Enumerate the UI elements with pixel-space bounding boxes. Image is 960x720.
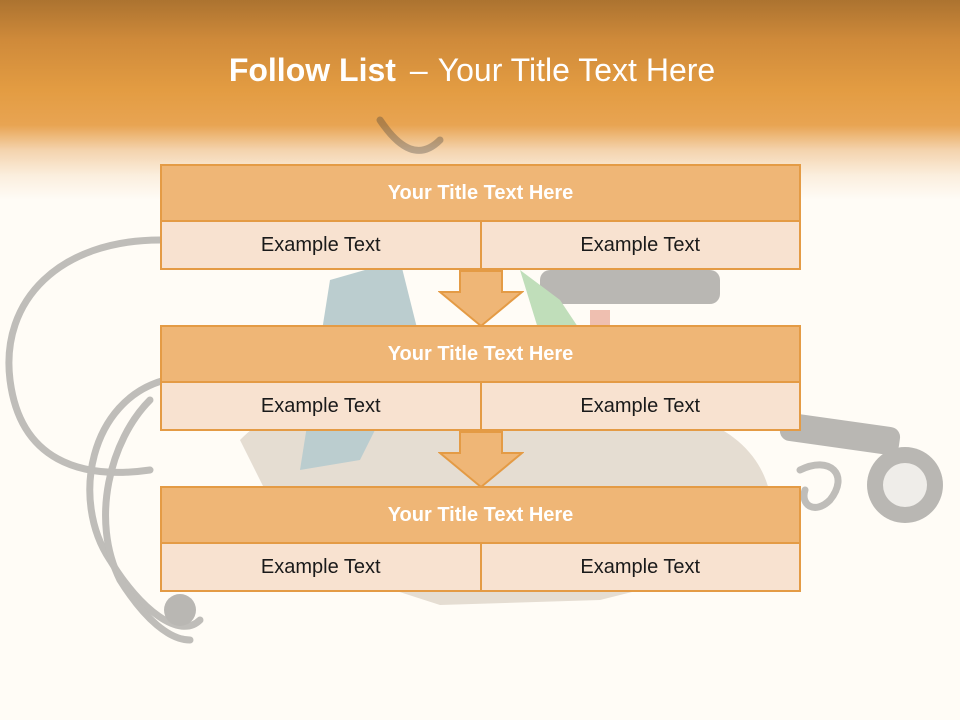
block-cell-right: Example Text bbox=[479, 542, 801, 592]
block-row: Example Text Example Text bbox=[160, 542, 801, 592]
block-cell-left: Example Text bbox=[160, 542, 482, 592]
block-cell-right: Example Text bbox=[479, 220, 801, 270]
list-block-1: Your Title Text Here Example Text Exampl… bbox=[160, 164, 801, 270]
block-cell-left: Example Text bbox=[160, 220, 482, 270]
block-title: Your Title Text Here bbox=[160, 164, 801, 222]
block-cell-left: Example Text bbox=[160, 381, 482, 431]
slide-title: Follow List–Your Title Text Here bbox=[0, 52, 944, 89]
block-row: Example Text Example Text bbox=[160, 381, 801, 431]
down-arrow-icon bbox=[438, 270, 524, 328]
list-block-2: Your Title Text Here Example Text Exampl… bbox=[160, 325, 801, 431]
slide-title-separator: – bbox=[409, 52, 428, 88]
slide-title-rest: Your Title Text Here bbox=[437, 52, 716, 88]
slide-title-bold: Follow List bbox=[228, 52, 396, 88]
list-block-3: Your Title Text Here Example Text Exampl… bbox=[160, 486, 801, 592]
down-arrow-icon bbox=[438, 431, 524, 489]
block-title: Your Title Text Here bbox=[160, 325, 801, 383]
block-row: Example Text Example Text bbox=[160, 220, 801, 270]
block-cell-right: Example Text bbox=[479, 381, 801, 431]
block-title: Your Title Text Here bbox=[160, 486, 801, 544]
